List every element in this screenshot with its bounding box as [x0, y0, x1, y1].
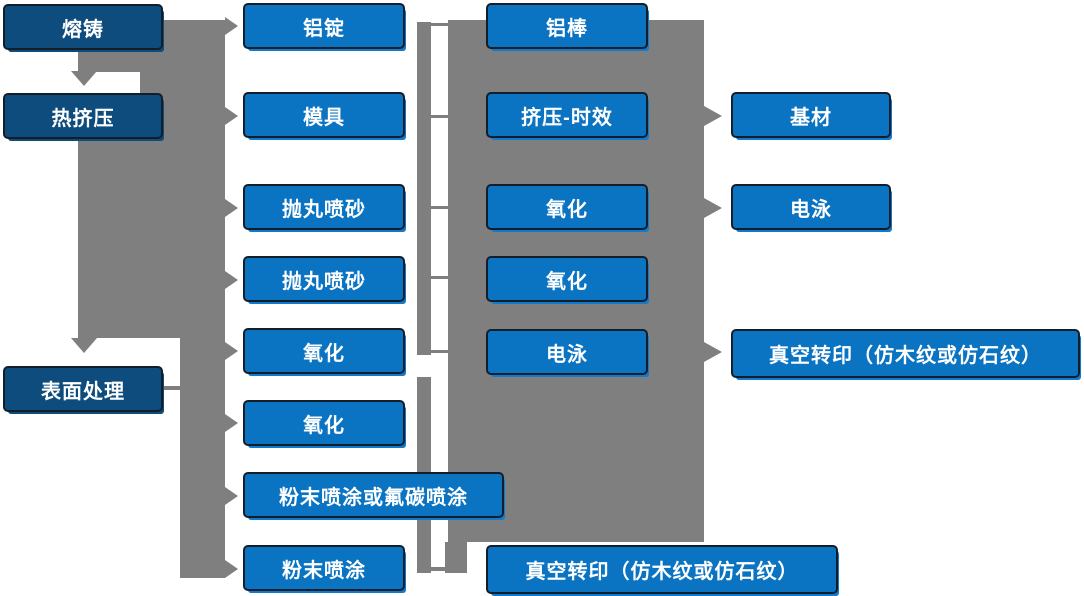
node-vacuum-transfer-2: 真空转印（仿木纹或仿石纹）	[731, 329, 1080, 378]
node-label: 氧化	[303, 342, 345, 365]
arrow-to-powder-or-fluorocarbon	[225, 487, 238, 505]
node-mold: 模具	[243, 92, 405, 138]
node-label: 挤压-时效	[521, 106, 613, 129]
arrow-to-shot-blasting-1	[225, 199, 238, 217]
tie-row3	[431, 206, 448, 209]
node-label: 电泳	[790, 198, 832, 221]
node-electrophoresis-2: 电泳	[731, 184, 891, 230]
node-oxidation-1: 氧化	[243, 328, 405, 374]
node-powder-or-fluorocarbon-coating: 粉末喷涂或氟碳喷涂	[243, 472, 504, 518]
arrow-to-substrate	[704, 106, 722, 126]
node-melting-casting: 熔铸	[3, 4, 163, 50]
arrow-down-to-hot-extrusion	[71, 71, 97, 86]
arrow-to-powder-coating	[225, 560, 238, 578]
node-vacuum-transfer-1: 真空转印（仿木纹或仿石纹）	[486, 545, 838, 594]
node-label: 表面处理	[41, 380, 125, 403]
node-label: 熔铸	[62, 18, 104, 41]
node-substrate: 基材	[731, 92, 891, 138]
node-label: 抛丸喷砂	[282, 270, 366, 293]
node-electrophoresis-1: 电泳	[486, 329, 648, 375]
tie-row1	[431, 23, 448, 26]
node-label: 模具	[303, 106, 345, 129]
arrow-to-shot-blasting-2	[225, 271, 238, 289]
tie-row2	[431, 115, 448, 118]
connector-mid-rail-upper	[417, 22, 431, 355]
tie-surface-treatment	[163, 386, 181, 390]
node-surface-treatment: 表面处理	[3, 366, 163, 412]
node-extrusion-aging: 挤压-时效	[486, 92, 648, 138]
node-hot-extrusion: 热挤压	[3, 93, 163, 139]
tie-bottom	[429, 567, 447, 571]
node-label: 基材	[790, 106, 832, 129]
node-label: 电泳	[546, 343, 588, 366]
node-oxidation-2: 氧化	[243, 400, 405, 446]
node-oxidation-4: 氧化	[486, 256, 648, 302]
node-label: 铝锭	[303, 17, 345, 40]
node-label: 真空转印（仿木纹或仿石纹）	[769, 345, 1042, 367]
node-label: 氧化	[546, 270, 588, 293]
node-powder-coating: 粉末喷涂	[243, 545, 405, 591]
node-label: 热挤压	[51, 107, 115, 130]
node-shot-blasting-2: 抛丸喷砂	[243, 256, 405, 302]
arrow-to-mold	[225, 107, 238, 125]
node-aluminum-rod: 铝棒	[486, 3, 648, 49]
node-aluminum-ingot: 铝锭	[243, 3, 405, 49]
arrow-to-aluminum-ingot	[225, 17, 238, 35]
node-oxidation-3: 氧化	[486, 184, 648, 230]
node-label: 抛丸喷砂	[282, 198, 366, 221]
arrow-down-to-surface-treatment	[71, 338, 97, 353]
arrow-to-vacuum-transfer-final	[704, 342, 722, 362]
node-label: 铝棒	[546, 17, 588, 40]
node-label: 粉末喷涂	[282, 559, 366, 582]
node-label: 真空转印（仿木纹或仿石纹）	[525, 561, 799, 583]
node-shot-blasting-1: 抛丸喷砂	[243, 184, 405, 230]
connector-stage-to-primary	[140, 20, 225, 338]
node-label: 氧化	[303, 414, 345, 437]
arrow-to-oxidation-1	[225, 342, 238, 360]
node-label: 粉末喷涂或氟碳喷涂	[279, 486, 468, 509]
tie-row5	[431, 350, 448, 353]
connector-block-tail	[445, 542, 467, 573]
arrow-to-oxidation-2	[225, 414, 238, 432]
connector-primary-rail-lower	[180, 338, 225, 578]
arrow-to-electrophoresis-final	[704, 198, 722, 218]
node-label: 氧化	[546, 198, 588, 221]
tie-row4	[431, 276, 448, 279]
